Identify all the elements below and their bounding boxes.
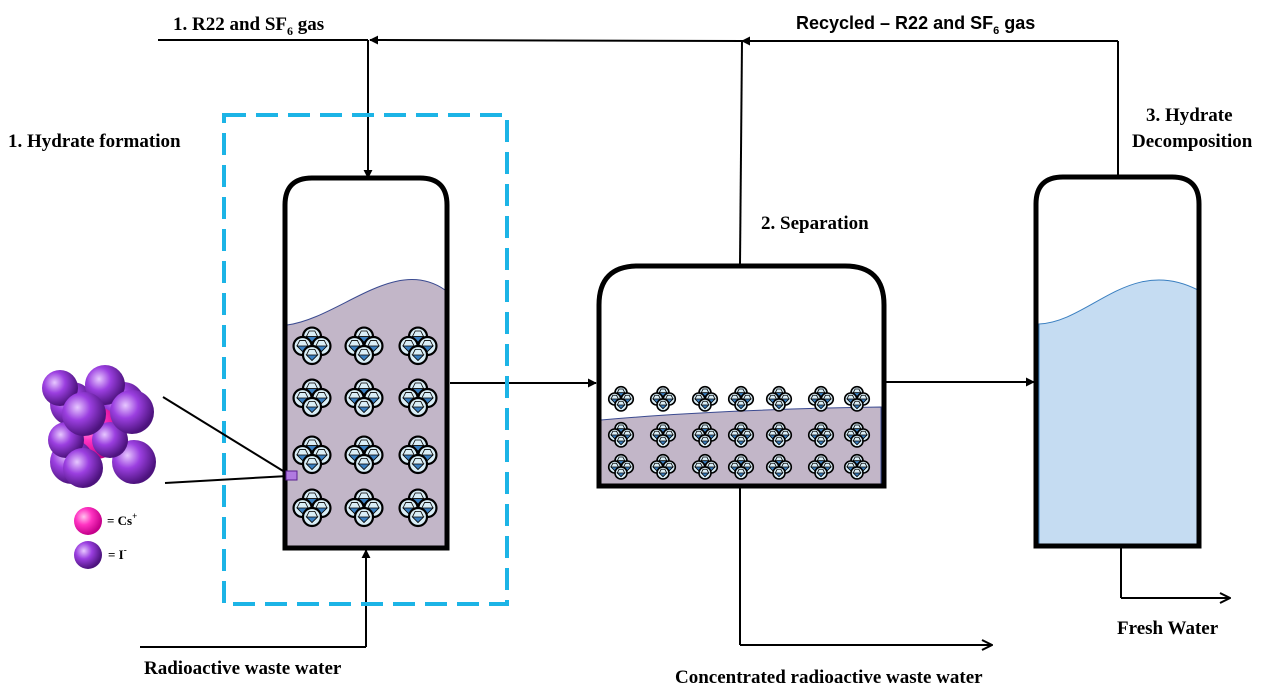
separator-vessel — [596, 263, 887, 489]
hydrate-crystal-icon — [691, 385, 719, 412]
hydrate-crystal-icon — [344, 435, 384, 475]
lattice-zoom-marker — [285, 470, 298, 481]
hydrate-reactor — [282, 175, 450, 551]
hydrate-crystal-icon — [765, 421, 793, 448]
feed-gas-label: 1. R22 and SF6 gas — [173, 14, 324, 38]
liquid-lines — [140, 377, 1230, 647]
hydrate-crystal-icon — [649, 421, 677, 448]
hydrate-crystal-icon — [398, 326, 438, 366]
reactor-vessel-wall — [282, 175, 450, 551]
hydrate-formation-region — [222, 113, 509, 606]
hydrate-crystal-icon — [843, 453, 871, 480]
hydrate-crystal-icon — [843, 421, 871, 448]
recycled-gas-label: Recycled – R22 and SF6 gas — [796, 13, 1035, 37]
hydrate-crystal-icon — [691, 421, 719, 448]
hydrate-crystal-icon — [344, 488, 384, 528]
hydrate-crystal-icon — [398, 435, 438, 475]
hydrate-decomposition-label-line2: Decomposition — [1132, 131, 1253, 152]
hydrate-crystal-icon — [292, 435, 332, 475]
concentrated-waste-water-label: Concentrated radioactive waste water — [675, 667, 983, 688]
hydrate-crystal-icon — [727, 421, 755, 448]
separator-hydrate-crystals — [607, 385, 871, 480]
decomposition-vessel-wall — [1033, 174, 1202, 549]
hydrate-decomposition-label-line1: 3. Hydrate — [1146, 105, 1233, 126]
cscl-lattice-icon — [42, 365, 298, 488]
reactor-hydrate-crystals — [292, 326, 438, 528]
pointer-line-lower — [164, 475, 289, 484]
separator-vessel-wall — [596, 263, 887, 489]
decomposition-vessel — [1033, 174, 1202, 549]
hydrate-crystal-icon — [727, 453, 755, 480]
hydrate-crystal-icon — [649, 453, 677, 480]
legend-cs-label: = Cs+ — [107, 511, 137, 528]
hydrate-crystal-icon — [292, 378, 332, 418]
hydrate-formation-label: 1. Hydrate formation — [8, 131, 181, 152]
gas-lines — [158, 35, 1119, 265]
hydrate-crystal-icon — [807, 421, 835, 448]
i-ion-icon — [74, 541, 102, 569]
radioactive-waste-water-label: Radioactive waste water — [144, 658, 342, 679]
hydrate-crystal-icon — [807, 385, 835, 412]
hydrate-crystal-icon — [292, 326, 332, 366]
hydrate-crystal-icon — [765, 453, 793, 480]
hydrate-crystal-icon — [398, 378, 438, 418]
fresh-water-liquid — [1038, 279, 1199, 546]
hydrate-crystal-icon — [344, 326, 384, 366]
hydrate-crystal-icon — [807, 453, 835, 480]
hydrate-crystal-icon — [649, 385, 677, 412]
pointer-line-upper — [162, 396, 289, 475]
hydrate-crystal-icon — [607, 421, 635, 448]
ion-legend: = Cs+ = I- — [74, 507, 137, 569]
hydrate-crystal-icon — [607, 453, 635, 480]
hydrate-crystal-icon — [344, 378, 384, 418]
fresh-water-label: Fresh Water — [1117, 618, 1219, 639]
hydrate-crystal-icon — [765, 385, 793, 412]
hydrate-crystal-icon — [727, 385, 755, 412]
legend-i-label: = I- — [108, 545, 127, 562]
hydrate-crystal-icon — [398, 488, 438, 528]
hydrate-crystal-icon — [607, 385, 635, 412]
recycle-line-left — [369, 35, 743, 45]
cs-ion-icon — [74, 507, 102, 535]
separation-label: 2. Separation — [761, 213, 869, 234]
hydrate-crystal-icon — [292, 488, 332, 528]
hydrate-crystal-icon — [691, 453, 719, 480]
hydrate-crystal-icon — [843, 385, 871, 412]
separator-gas-outlet — [739, 40, 743, 265]
